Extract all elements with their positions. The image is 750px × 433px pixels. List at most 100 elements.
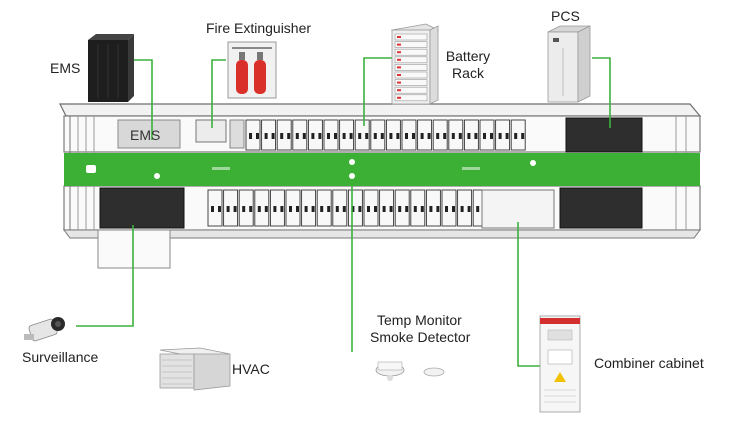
battery-module-terminal — [436, 206, 440, 212]
battery-module — [425, 189, 441, 227]
surveillance-camera-icon — [24, 317, 65, 342]
battery-module-terminal — [405, 133, 408, 139]
label-pcs: PCS — [551, 8, 580, 24]
battery-rack-icon-indicator — [397, 58, 401, 61]
ems-cabinet-icon — [88, 34, 134, 102]
battery-module-terminal — [218, 206, 221, 212]
battery-rack-icon-indicator — [397, 96, 401, 99]
battery-module — [495, 119, 511, 151]
battery-module-terminal — [334, 133, 337, 139]
battery-module-terminal — [429, 206, 433, 212]
battery-module — [238, 189, 254, 227]
battery-module-terminal — [451, 133, 455, 139]
battery-module-terminal — [358, 133, 362, 139]
battery-module — [417, 119, 433, 151]
battery-module-terminal — [483, 133, 486, 139]
battery-module — [254, 189, 270, 227]
battery-module-terminal — [436, 133, 440, 139]
battery-rack-icon-row — [394, 71, 428, 79]
battery-module-terminal — [373, 133, 377, 139]
label-battery-rack-line2: Rack — [452, 65, 484, 81]
label-surveillance: Surveillance — [22, 349, 99, 365]
label-battery-rack-line1: Battery — [445, 48, 491, 64]
battery-module-terminal — [427, 133, 431, 139]
battery-rack-icon-row — [394, 48, 428, 56]
battery-rack-upper — [245, 119, 526, 151]
battery-module-terminal — [365, 133, 369, 139]
battery-module-terminal — [521, 133, 525, 139]
battery-module-terminal — [382, 206, 386, 212]
hvac-indoor-unit — [99, 187, 185, 229]
battery-module — [269, 189, 285, 227]
battery-rack-icon-indicator — [397, 51, 401, 54]
label-temp-monitor: Temp Monitor — [377, 312, 462, 328]
battery-module-terminal — [490, 133, 493, 139]
battery-rack-icon-indicator — [397, 89, 401, 92]
pcs-unit — [565, 117, 643, 153]
battery-module-terminal — [460, 206, 464, 212]
battery-module-terminal — [452, 206, 455, 212]
label-combiner-cabinet: Combiner cabinet — [594, 355, 704, 371]
battery-module-terminal — [342, 206, 346, 212]
battery-module-terminal — [304, 206, 308, 212]
battery-rack-icon-indicator — [397, 36, 401, 38]
battery-module — [379, 189, 395, 227]
battery-module-terminal — [271, 133, 275, 139]
battery-rack-icon-row — [394, 64, 428, 71]
fire-extinguisher-icon — [227, 41, 277, 99]
battery-module-terminal — [242, 206, 246, 212]
battery-module — [370, 119, 386, 151]
battery-module-terminal — [295, 133, 299, 139]
battery-module-terminal — [280, 133, 284, 139]
battery-module-terminal — [413, 206, 417, 212]
battery-module — [245, 119, 261, 151]
battery-module-terminal — [420, 133, 424, 139]
battery-module — [401, 119, 417, 151]
battery-module-terminal — [296, 206, 299, 212]
battery-module — [332, 189, 348, 227]
battery-module-terminal — [327, 206, 331, 212]
battery-module-terminal — [264, 133, 268, 139]
battery-module-terminal — [249, 133, 252, 139]
fire-pipe-box — [229, 119, 245, 149]
battery-module — [261, 119, 277, 151]
battery-module-terminal — [389, 133, 393, 139]
battery-rack-icon-row — [394, 86, 428, 94]
battery-rack-icon-indicator — [397, 74, 401, 76]
battery-module-terminal — [327, 133, 330, 139]
battery-module — [354, 119, 370, 151]
battery-module-terminal — [389, 206, 393, 212]
battery-module-terminal — [287, 133, 291, 139]
battery-module — [394, 189, 410, 227]
connector-combiner — [517, 222, 540, 367]
pcs-lower-unit — [559, 187, 643, 229]
battery-module — [385, 119, 401, 151]
battery-module-terminal — [302, 133, 306, 139]
connector-fire — [211, 59, 226, 128]
battery-module-terminal — [398, 206, 402, 212]
battery-module-terminal — [311, 133, 315, 139]
battery-module-terminal — [256, 133, 259, 139]
label-hvac: HVAC — [232, 361, 270, 377]
battery-module-terminal — [257, 206, 261, 212]
battery-module — [276, 119, 292, 151]
battery-module-terminal — [474, 133, 478, 139]
combiner-cabinet-icon — [539, 315, 581, 413]
label-ems: EMS — [50, 60, 81, 76]
battery-rack-icon-row — [394, 94, 428, 102]
battery-module-terminal — [249, 206, 253, 212]
battery-module — [207, 189, 223, 227]
battery-module-terminal — [351, 206, 355, 212]
battery-module — [510, 119, 526, 151]
battery-module-terminal — [264, 206, 268, 212]
battery-module-terminal — [358, 206, 362, 212]
battery-module-terminal — [476, 206, 480, 212]
battery-module-terminal — [289, 206, 292, 212]
battery-rack-icon-indicator — [397, 43, 401, 46]
battery-module-terminal — [420, 206, 424, 212]
connector-pcs — [592, 57, 611, 128]
battery-module — [463, 119, 479, 151]
battery-module — [448, 119, 464, 151]
